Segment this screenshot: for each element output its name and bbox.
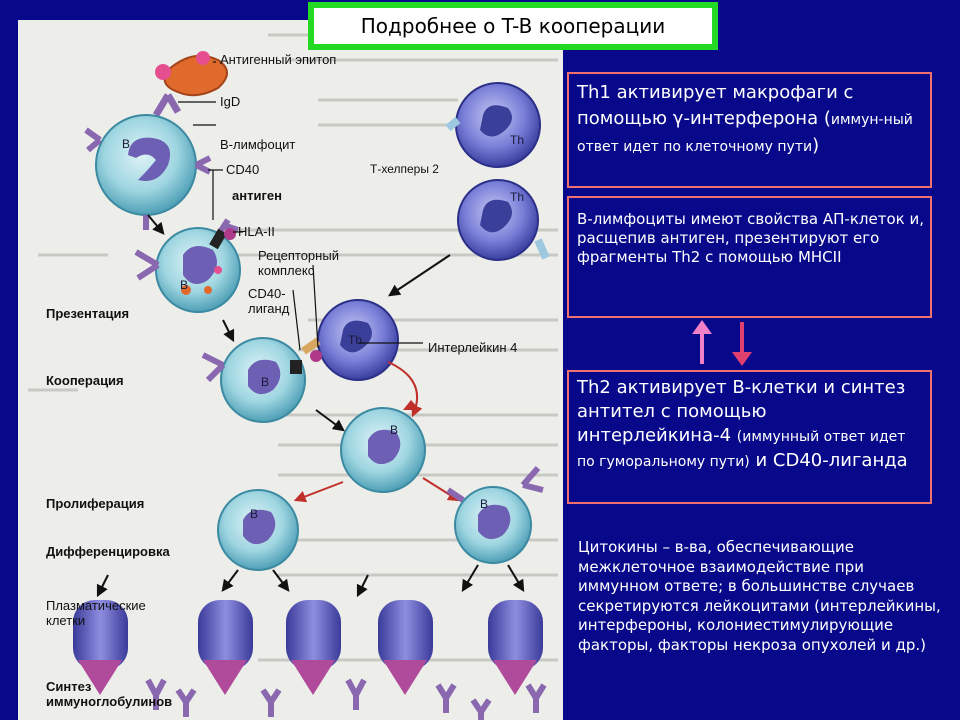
t-helper-cell-cooperating xyxy=(317,299,399,381)
cd40-ligand xyxy=(301,337,321,355)
th2-small-text: (иммунный ответ идет по гуморальному пут… xyxy=(577,429,906,470)
arrow xyxy=(461,564,479,593)
th2-text-part1: Th2 активирует В-клетки и синтез антител… xyxy=(577,377,906,446)
cell-letter-b: B xyxy=(122,137,131,151)
cytokines-definition: Цитокины – в-ва, обеспечивающие межклето… xyxy=(578,538,941,654)
arrow xyxy=(356,574,369,598)
slide-title: Подробнее о T-B кооперации xyxy=(314,8,712,44)
th2-text-part2: и CD40-лиганда xyxy=(749,450,908,471)
arrow xyxy=(272,569,290,592)
hla-ii-block xyxy=(209,228,227,250)
bidirectional-arrows-icon xyxy=(692,320,752,366)
cell-letter-b: B xyxy=(261,375,270,389)
stage-cooperation: Кооперация xyxy=(46,373,124,388)
b-cell-receptor xyxy=(520,466,544,493)
b-cell-cooperating xyxy=(220,337,306,423)
immune-cooperation-diagram: Антигенный эпитоп IgD В-лимфоцит CD40 ан… xyxy=(18,20,563,720)
label-interleukin: Интерлейкин 4 xyxy=(428,340,518,355)
label-cd40-ligand: CD40- лиганд xyxy=(248,286,290,316)
arrow xyxy=(222,319,235,343)
th1-info-text: Th1 активирует макрофаги с помощью γ-инт… xyxy=(577,80,926,160)
th1-end-text: ) xyxy=(812,135,820,156)
antigen-fragment xyxy=(224,228,236,240)
plasma-cell xyxy=(286,600,341,695)
t-helper-cell xyxy=(445,82,541,168)
cell-letter-th: Th xyxy=(348,333,363,347)
cell-letter-b: B xyxy=(180,278,189,292)
arrow xyxy=(147,214,165,235)
arrow xyxy=(507,564,525,593)
cd40-block xyxy=(290,360,302,374)
stage-presentation: Презентация xyxy=(46,306,130,321)
label-hla: HLA-II xyxy=(238,224,275,239)
plasma-cell xyxy=(488,600,543,695)
th2-info-box: Th2 активирует В-клетки и синтез антител… xyxy=(567,370,932,504)
b-cell-receptor xyxy=(194,155,212,175)
presenting-b-cell xyxy=(155,227,241,313)
label-antigen: антиген xyxy=(232,188,282,203)
label-pointers xyxy=(178,61,423,351)
b-cell-receptor xyxy=(134,249,160,281)
label-t-helpers: Т-хелперы 2 xyxy=(370,162,439,176)
immunoglobulins xyxy=(145,678,547,720)
stage-proliferation: Пролиферация xyxy=(46,496,145,511)
b-cell-receptor xyxy=(201,352,226,383)
plasma-cell xyxy=(198,600,253,695)
arrow xyxy=(388,254,451,297)
label-plasma-cells: Плазматические клетки xyxy=(46,598,146,628)
cell-letter-b: B xyxy=(480,497,489,511)
plasma-cell-row xyxy=(73,600,543,695)
arrow xyxy=(315,409,345,432)
cell-letter-b: B xyxy=(250,507,259,521)
arrow xyxy=(96,574,109,598)
th1-small-text: иммун-ный ответ идет по клеточному пути xyxy=(577,112,913,155)
arrow xyxy=(221,569,239,592)
cell-letter-th: Th xyxy=(510,190,525,204)
b-lymphocyte-info-text: В-лимфоциты имеют свойства АП-клеток и, … xyxy=(577,210,924,266)
th1-main-text: Th1 активирует макрофаги с помощью γ-инт… xyxy=(577,82,854,129)
proliferating-b-cell xyxy=(217,489,299,571)
th1-info-box: Th1 активирует макрофаги с помощью γ-инт… xyxy=(567,72,932,188)
b-cell-receptor xyxy=(446,487,465,503)
proliferating-b-cell xyxy=(454,486,532,564)
antigen-epitope xyxy=(155,51,228,97)
b-cell-receptor xyxy=(84,127,102,153)
cell-letter-b: B xyxy=(390,423,399,437)
plasma-cell xyxy=(73,600,128,695)
plasma-cell xyxy=(378,600,433,695)
label-cd40: CD40 xyxy=(226,162,260,177)
label-receptor-complex: Рецепторный комплекс xyxy=(258,248,339,278)
th2-info-text: Th2 активирует В-клетки и синтез антител… xyxy=(577,376,926,474)
t-helper-cell xyxy=(457,179,550,261)
stage-synthesis: Синтез иммуноглобулинов xyxy=(46,679,173,709)
stage-differentiation: Дифференцировка xyxy=(46,544,170,559)
antigen-fragment xyxy=(310,350,322,362)
label-b-lymphocyte: В-лимфоцит xyxy=(220,137,296,152)
activated-b-cell xyxy=(340,400,426,493)
diagram-illustration xyxy=(28,33,558,720)
label-epitope: Антигенный эпитоп xyxy=(220,52,337,67)
title-box: Подробнее о T-B кооперации xyxy=(308,2,718,50)
b-lymphocyte-cell xyxy=(95,114,197,216)
label-igd: IgD xyxy=(220,94,241,109)
arrow xyxy=(293,481,344,503)
cell-letter-th: Th xyxy=(510,133,525,147)
b-lymphocyte-info-box: В-лимфоциты имеют свойства АП-клеток и, … xyxy=(567,196,932,318)
